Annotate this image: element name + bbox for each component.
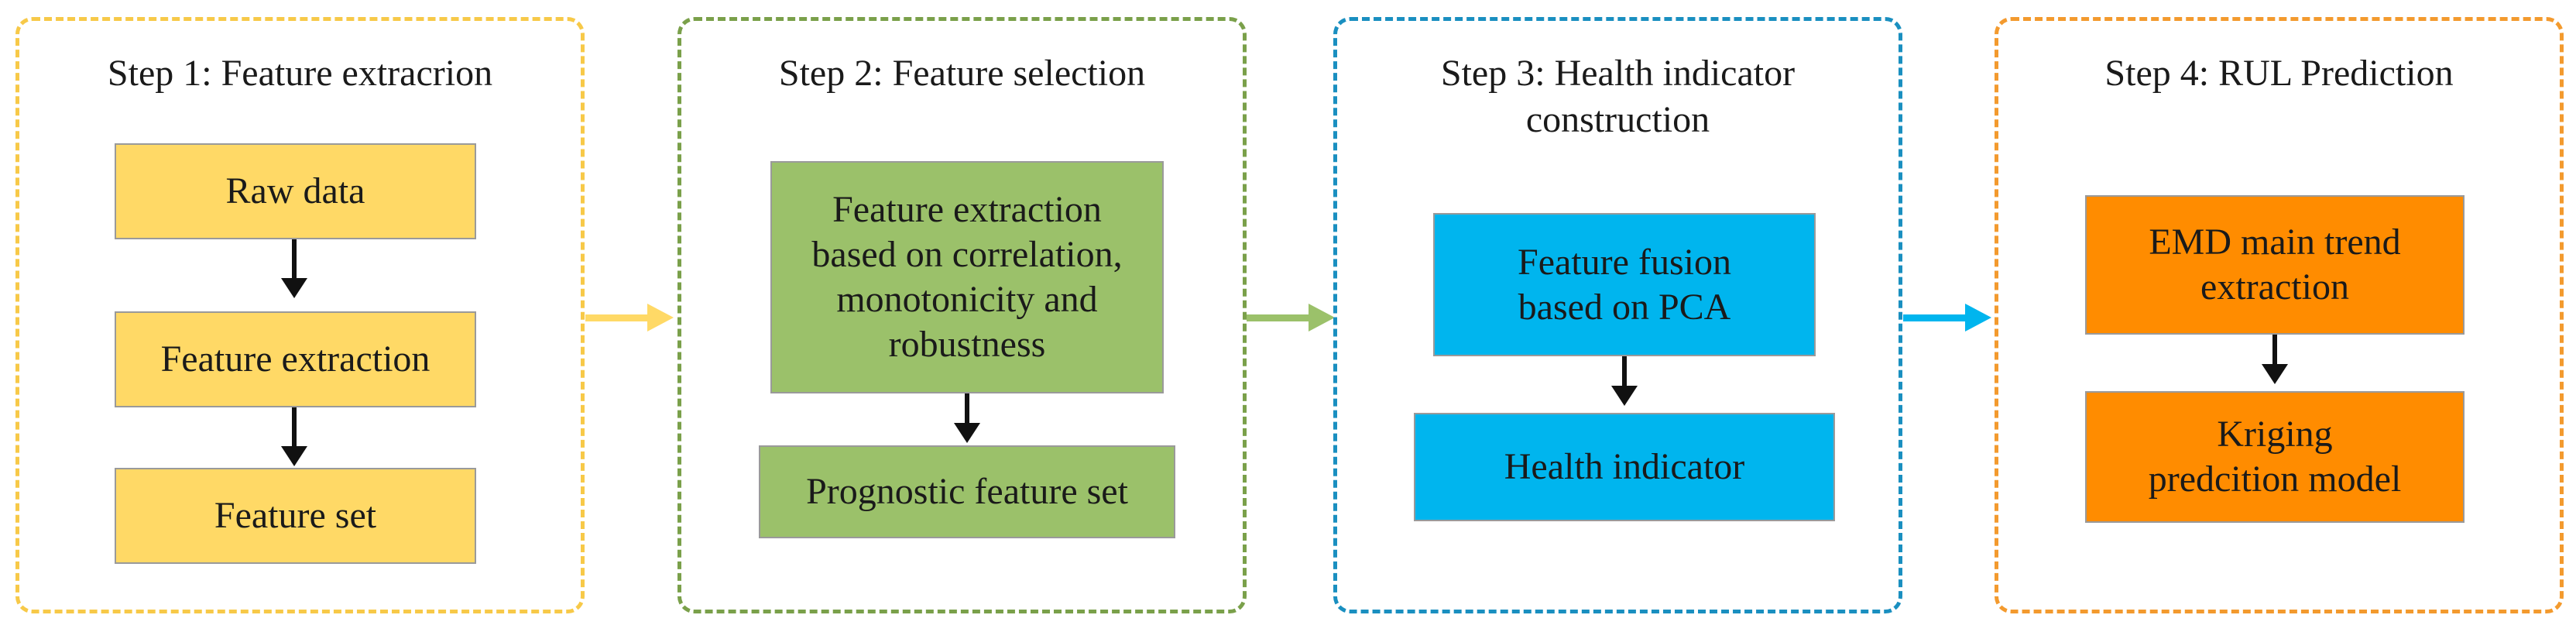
step-1-title: Step 1: Feature extracrion <box>107 53 493 94</box>
correlation-selection-box: Feature extraction based on correlation,… <box>770 161 1164 393</box>
kriging-model-box: Kriging predcition model <box>2085 391 2465 523</box>
emd-trend-box: EMD main trend extraction <box>2085 195 2465 335</box>
step-2-title: Step 2: Feature selection <box>778 53 1146 94</box>
raw-data-box: Raw data <box>115 143 476 239</box>
health-indicator-box: Health indicator <box>1414 413 1835 521</box>
feature-extraction-box: Feature extraction <box>115 311 476 407</box>
prognostic-feature-set-box: Prognostic feature set <box>759 445 1175 538</box>
arrow-fusion-to-health <box>1611 356 1638 406</box>
arrow-selection-to-prognostic <box>954 393 980 443</box>
arrow-emd-to-kriging <box>2262 335 2288 384</box>
step-3-title: Step 3: Health indicator construction <box>1440 53 1796 140</box>
arrow-extraction-to-set <box>281 407 307 466</box>
feature-set-box: Feature set <box>115 468 476 564</box>
step-4-title: Step 4: RUL Prediction <box>2104 53 2454 94</box>
arrow-raw-to-extraction <box>281 239 307 298</box>
feature-fusion-box: Feature fusion based on PCA <box>1433 213 1816 356</box>
